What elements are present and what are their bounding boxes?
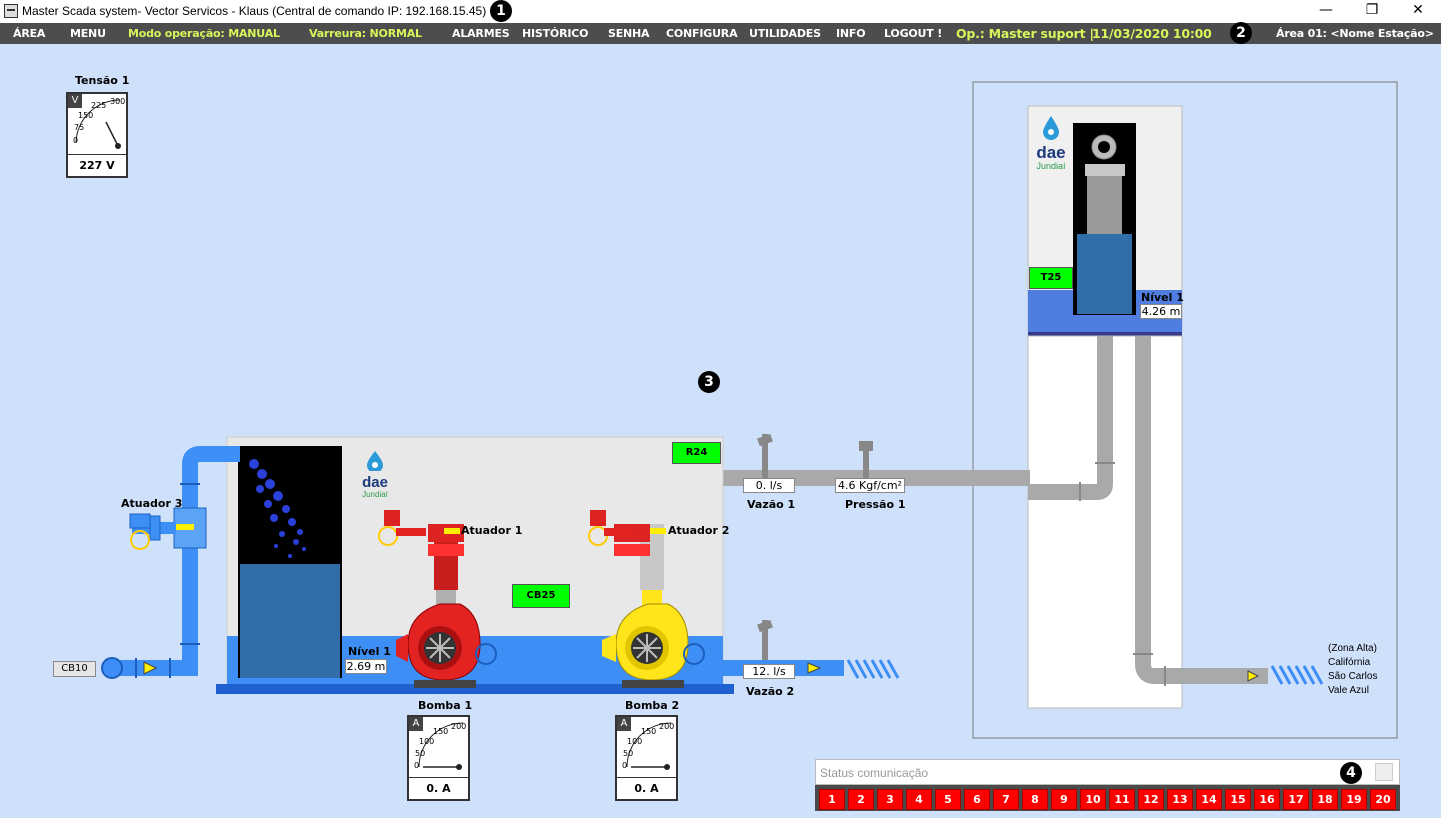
menu-area[interactable]: ÁREA bbox=[13, 27, 46, 40]
r24-tag[interactable]: R24 bbox=[672, 442, 721, 464]
callout-1: 1 bbox=[490, 0, 512, 22]
pump2-reading: 0. A bbox=[617, 777, 676, 799]
dae-logo-tower: dae Jundiaí bbox=[1031, 114, 1071, 171]
comm-status-cell[interactable]: 20 bbox=[1370, 789, 1396, 810]
process-diagram bbox=[101, 81, 1398, 739]
voltage-unit: V bbox=[68, 94, 82, 108]
callout-2: 2 bbox=[1230, 22, 1252, 44]
menu-info[interactable]: INFO bbox=[836, 27, 866, 40]
voltage-gauge-title: Tensão 1 bbox=[75, 74, 130, 87]
tower-level-value: 4.26 m bbox=[1140, 304, 1182, 319]
restore-button[interactable]: ❐ bbox=[1365, 2, 1379, 18]
flow1-value: 0. l/s bbox=[743, 478, 795, 493]
callout-4: 4 bbox=[1340, 762, 1362, 784]
status-close-button[interactable] bbox=[1375, 763, 1393, 781]
status-panel: Status comunicação 4 bbox=[815, 759, 1400, 785]
zone-item: Califórnia bbox=[1328, 657, 1371, 668]
voltage-reading: 227 V bbox=[68, 154, 126, 176]
voltage-dial bbox=[75, 99, 121, 149]
comm-status-cell[interactable]: 4 bbox=[906, 789, 932, 810]
flow1-label: Vazão 1 bbox=[747, 498, 796, 511]
comm-status-cell[interactable]: 10 bbox=[1080, 789, 1106, 810]
menu-logout[interactable]: LOGOUT ! bbox=[884, 27, 943, 40]
title-bar: Master Scada system- Vector Servicos - K… bbox=[0, 0, 1441, 23]
menu-utilities[interactable]: UTILIDADES bbox=[749, 27, 821, 40]
pump2-current-gauge[interactable]: A 0 50 100 150 200 0. A bbox=[615, 715, 678, 801]
menu-config[interactable]: CONFIGURA bbox=[666, 27, 738, 40]
tower-level-label: Nível 1 bbox=[1141, 291, 1184, 304]
menu-password[interactable]: SENHA bbox=[608, 27, 650, 40]
comm-status-cell[interactable]: 3 bbox=[877, 789, 903, 810]
comm-status-cell[interactable]: 7 bbox=[993, 789, 1019, 810]
actuator2-label: Atuador 2 bbox=[668, 524, 730, 537]
comm-status-cell[interactable]: 2 bbox=[848, 789, 874, 810]
comm-status-cell[interactable]: 12 bbox=[1138, 789, 1164, 810]
zone-item: Vale Azul bbox=[1328, 685, 1369, 696]
zone-item: (Zona Alta) bbox=[1328, 643, 1377, 654]
pump1-dial bbox=[418, 722, 464, 770]
minimize-button[interactable]: — bbox=[1319, 2, 1333, 18]
actuator1-label: Atuador 1 bbox=[461, 524, 523, 537]
pump1-reading: 0. A bbox=[409, 777, 468, 799]
comm-status-cell[interactable]: 8 bbox=[1022, 789, 1048, 810]
tower-enclosure bbox=[972, 81, 1398, 739]
comm-status-cell[interactable]: 5 bbox=[935, 789, 961, 810]
comm-status-cell[interactable]: 9 bbox=[1051, 789, 1077, 810]
reservoir-water bbox=[240, 564, 340, 678]
zone-list: (Zona Alta) Califórnia São Carlos Vale A… bbox=[1328, 642, 1377, 698]
actuator3-label: Atuador 3 bbox=[121, 497, 183, 510]
zone-item: São Carlos bbox=[1328, 671, 1378, 682]
window-title: Master Scada system- Vector Servicos - K… bbox=[22, 4, 487, 18]
menu-menu[interactable]: MENU bbox=[70, 27, 106, 40]
voltage-gauge[interactable]: V 0 75 150 225 300 227 V bbox=[66, 92, 128, 178]
comm-status-cell[interactable]: 19 bbox=[1341, 789, 1367, 810]
flow2-label: Vazão 2 bbox=[746, 685, 795, 698]
menu-bar: ÁREA MENU Modo operação: MANUAL Varreura… bbox=[0, 22, 1441, 44]
close-button[interactable]: ✕ bbox=[1412, 2, 1424, 18]
pump1-gauge-title: Bomba 1 bbox=[418, 699, 473, 712]
pump2-unit: A bbox=[617, 717, 631, 731]
comm-status-cell[interactable]: 18 bbox=[1312, 789, 1338, 810]
operator-label: Op.: Master suport | bbox=[956, 26, 1094, 41]
station-selector[interactable]: Área 01: <Nome Estação> bbox=[1276, 27, 1434, 40]
tank-level-water bbox=[1077, 234, 1132, 314]
process-canvas: Tensão 1 V 0 75 150 225 300 227 V bbox=[0, 44, 1441, 818]
pump2-gauge-title: Bomba 2 bbox=[625, 699, 680, 712]
pump1-unit: A bbox=[409, 717, 423, 731]
comm-status-cell[interactable]: 17 bbox=[1283, 789, 1309, 810]
status-title: Status comunicação bbox=[820, 766, 929, 780]
comm-status-cell[interactable]: 16 bbox=[1254, 789, 1280, 810]
cb25-tag[interactable]: CB25 bbox=[512, 584, 570, 608]
datetime-label: 11/03/2020 10:00 bbox=[1092, 26, 1212, 41]
foundation-bar bbox=[216, 684, 734, 694]
pump1-current-gauge[interactable]: A 0 50 100 150 200 0. A bbox=[407, 715, 470, 801]
comm-status-cell[interactable]: 13 bbox=[1167, 789, 1193, 810]
callout-3: 3 bbox=[698, 371, 720, 393]
reservoir-level-value: 2.69 m bbox=[345, 659, 387, 674]
comm-status-cell[interactable]: 14 bbox=[1196, 789, 1222, 810]
flow2-value: 12. l/s bbox=[743, 664, 795, 679]
comm-status-cell[interactable]: 11 bbox=[1109, 789, 1135, 810]
comm-status-cell[interactable]: 6 bbox=[964, 789, 990, 810]
pressure-value: 4.6 Kgf/cm² bbox=[835, 478, 905, 493]
cb10-button[interactable]: CB10 bbox=[53, 661, 96, 677]
reservoir-level-label: Nível 1 bbox=[348, 645, 391, 658]
t25-tag[interactable]: T25 bbox=[1029, 267, 1073, 289]
menu-history[interactable]: HISTÓRICO bbox=[522, 27, 589, 40]
comm-status-cell[interactable]: 15 bbox=[1225, 789, 1251, 810]
app-icon bbox=[4, 4, 18, 18]
comm-status-cell[interactable]: 1 bbox=[819, 789, 845, 810]
operation-mode: Modo operação: MANUAL bbox=[128, 27, 280, 40]
voltage-needle bbox=[105, 121, 119, 147]
menu-alarms[interactable]: ALARMES bbox=[452, 27, 510, 40]
pump2-dial bbox=[626, 722, 672, 770]
dae-logo-pumphouse: dae Jundiaí bbox=[355, 449, 395, 499]
sweep-mode: Varreura: NORMAL bbox=[309, 27, 422, 40]
pressure-label: Pressão 1 bbox=[845, 498, 906, 511]
